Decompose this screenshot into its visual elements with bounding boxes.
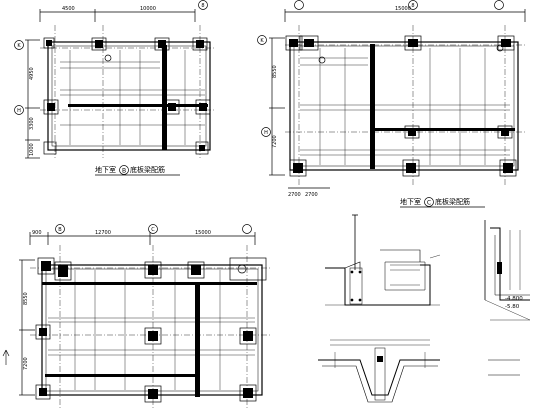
plan-a-dim-top-1: 900 [32,230,42,236]
plan-a-dim-top-2: 12700 [95,230,111,236]
section-details: -4.800 -5.80 [318,214,531,403]
plan-b-grid-bubble-k [14,40,24,50]
plan-c-caption-suffix: 底板梁配筋 [435,197,470,206]
plan-c-grid-top-label: 8 [411,3,414,9]
plan-b-grid-k-label: K [17,43,21,49]
plan-b-caption-grid: B [122,168,126,175]
plan-b-caption-prefix: 地下室 [95,165,116,174]
plan-c-caption-grid: C [427,200,431,207]
plan-a-beam-vertical [195,282,200,397]
plan-b-grid-bubble-h [14,105,24,115]
plan-c-dim-left-2: 7200 [272,135,278,148]
plan-c-beam-vertical [370,44,375,169]
plan-b-dim-left-2: 3300 [29,117,35,130]
plan-c-dim-left-1: 8550 [272,65,278,78]
plan-b-grid-top-label: 8 [201,3,204,9]
plan-c-grid-k-label: K [260,38,264,44]
plan-b-beam-horizontal [68,104,208,107]
plan-b-dim-top-1: 4500 [62,6,75,12]
plan-c: 15000 8 8550 7200 K H 2700 2700 [257,0,526,208]
plan-a-dim-left-1: 8550 [23,292,29,305]
plan-a-grid-c-label: C [151,227,155,233]
plan-a: 900 12700 15000 B C 8550 7200 [2,224,270,410]
plan-a-dim-top-3: 15000 [195,230,211,236]
plan-c-dim-top: 15000 [395,6,411,12]
section-elevation-1: -4.800 [505,296,523,302]
plan-b-beam-vertical [162,45,167,150]
plan-a-grid-b-label: B [58,227,62,233]
section-elevation-2: -5.80 [505,304,520,310]
plan-c-grid-h-label: H [264,130,268,136]
plan-c-grid-bubble-top [408,0,418,10]
plan-b-grid-h-label: H [17,108,21,114]
plan-b-dim-left-1: 4950 [29,67,35,80]
plan-b-column [43,37,55,49]
plan-b-dim-top-2: 10000 [140,6,156,12]
plan-b-caption-suffix: 底板梁配筋 [130,165,165,174]
plan-c-dim-bottom-1: 2700 [288,192,301,198]
plan-c-caption-prefix: 地下室 [400,197,421,206]
plan-b-grid-bubble-top [198,0,208,10]
plan-b-dim-left-3: 1000 [29,143,35,156]
plan-a-dim-left-2: 7200 [23,357,29,370]
plan-a-beam-horizontal [42,282,257,285]
plan-c-dim-bottom-2: 2700 [305,192,318,198]
plan-b: 4500 10000 8 4950 3300 1000 K H [14,0,215,176]
